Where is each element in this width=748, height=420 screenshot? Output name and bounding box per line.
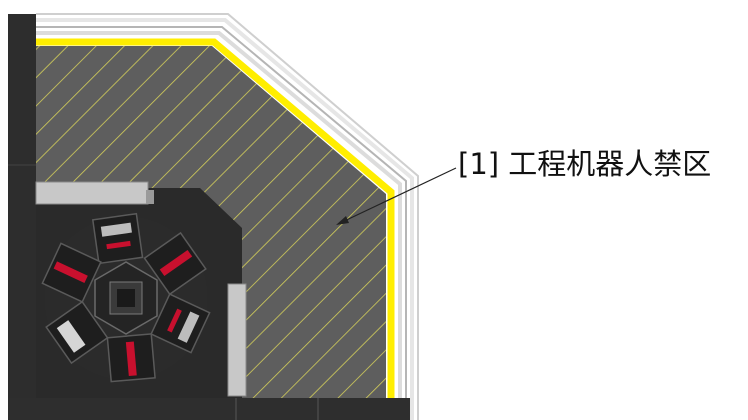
left-wall bbox=[8, 14, 36, 420]
robot-cluster bbox=[41, 212, 211, 383]
side-barrier bbox=[227, 283, 247, 397]
callout-leader bbox=[336, 167, 457, 225]
top-barrier bbox=[35, 181, 149, 205]
top-barrier-cap bbox=[146, 190, 154, 204]
bottom-wall bbox=[8, 398, 410, 420]
callout-label: [1] 工程机器人禁区 bbox=[458, 147, 712, 181]
zone-boundary-line bbox=[36, 38, 395, 398]
outer-rail bbox=[36, 13, 419, 420]
